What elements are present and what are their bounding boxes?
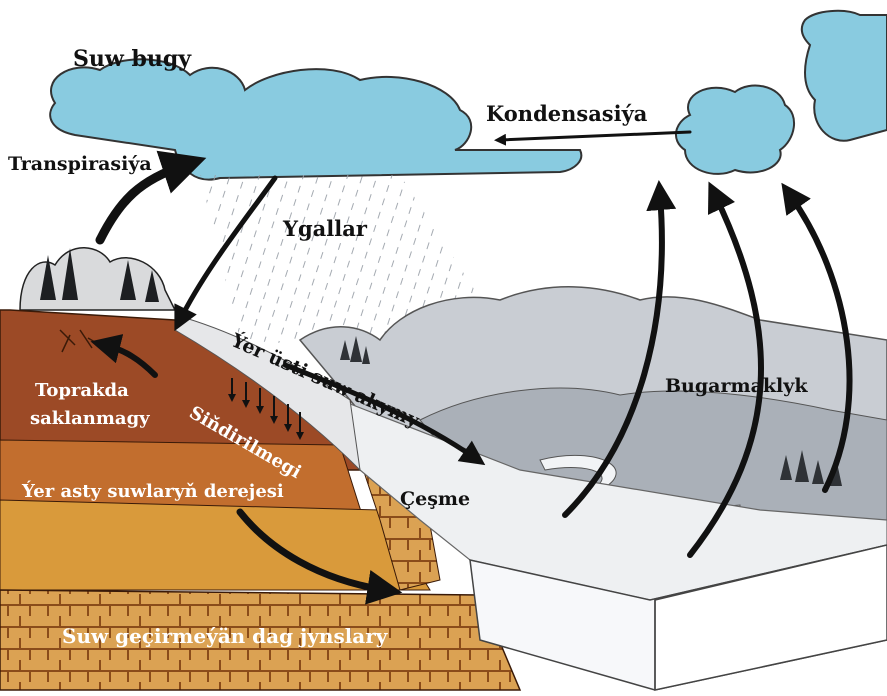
transpiration-label: Transpirasiýa [8,153,152,175]
groundwater-level-label: Ýer asty suwlaryň derejesi [21,479,284,502]
condensation-label: Kondensasiýa [486,101,648,126]
spring-label: Çeşme [400,488,470,510]
water-vapor-label: Suw bugy [73,46,192,72]
evaporation-label: Bugarmaklyk [665,375,808,397]
small-cloud [676,86,794,174]
soil-storage-label-line2: saklanmagy [30,408,150,429]
impermeable-rock-label: Suw geçirmeýän dag jynslary [62,624,389,648]
soil-storage-label-line1: Toprakda [35,380,129,401]
precipitation-label: Ygallar [282,216,368,241]
